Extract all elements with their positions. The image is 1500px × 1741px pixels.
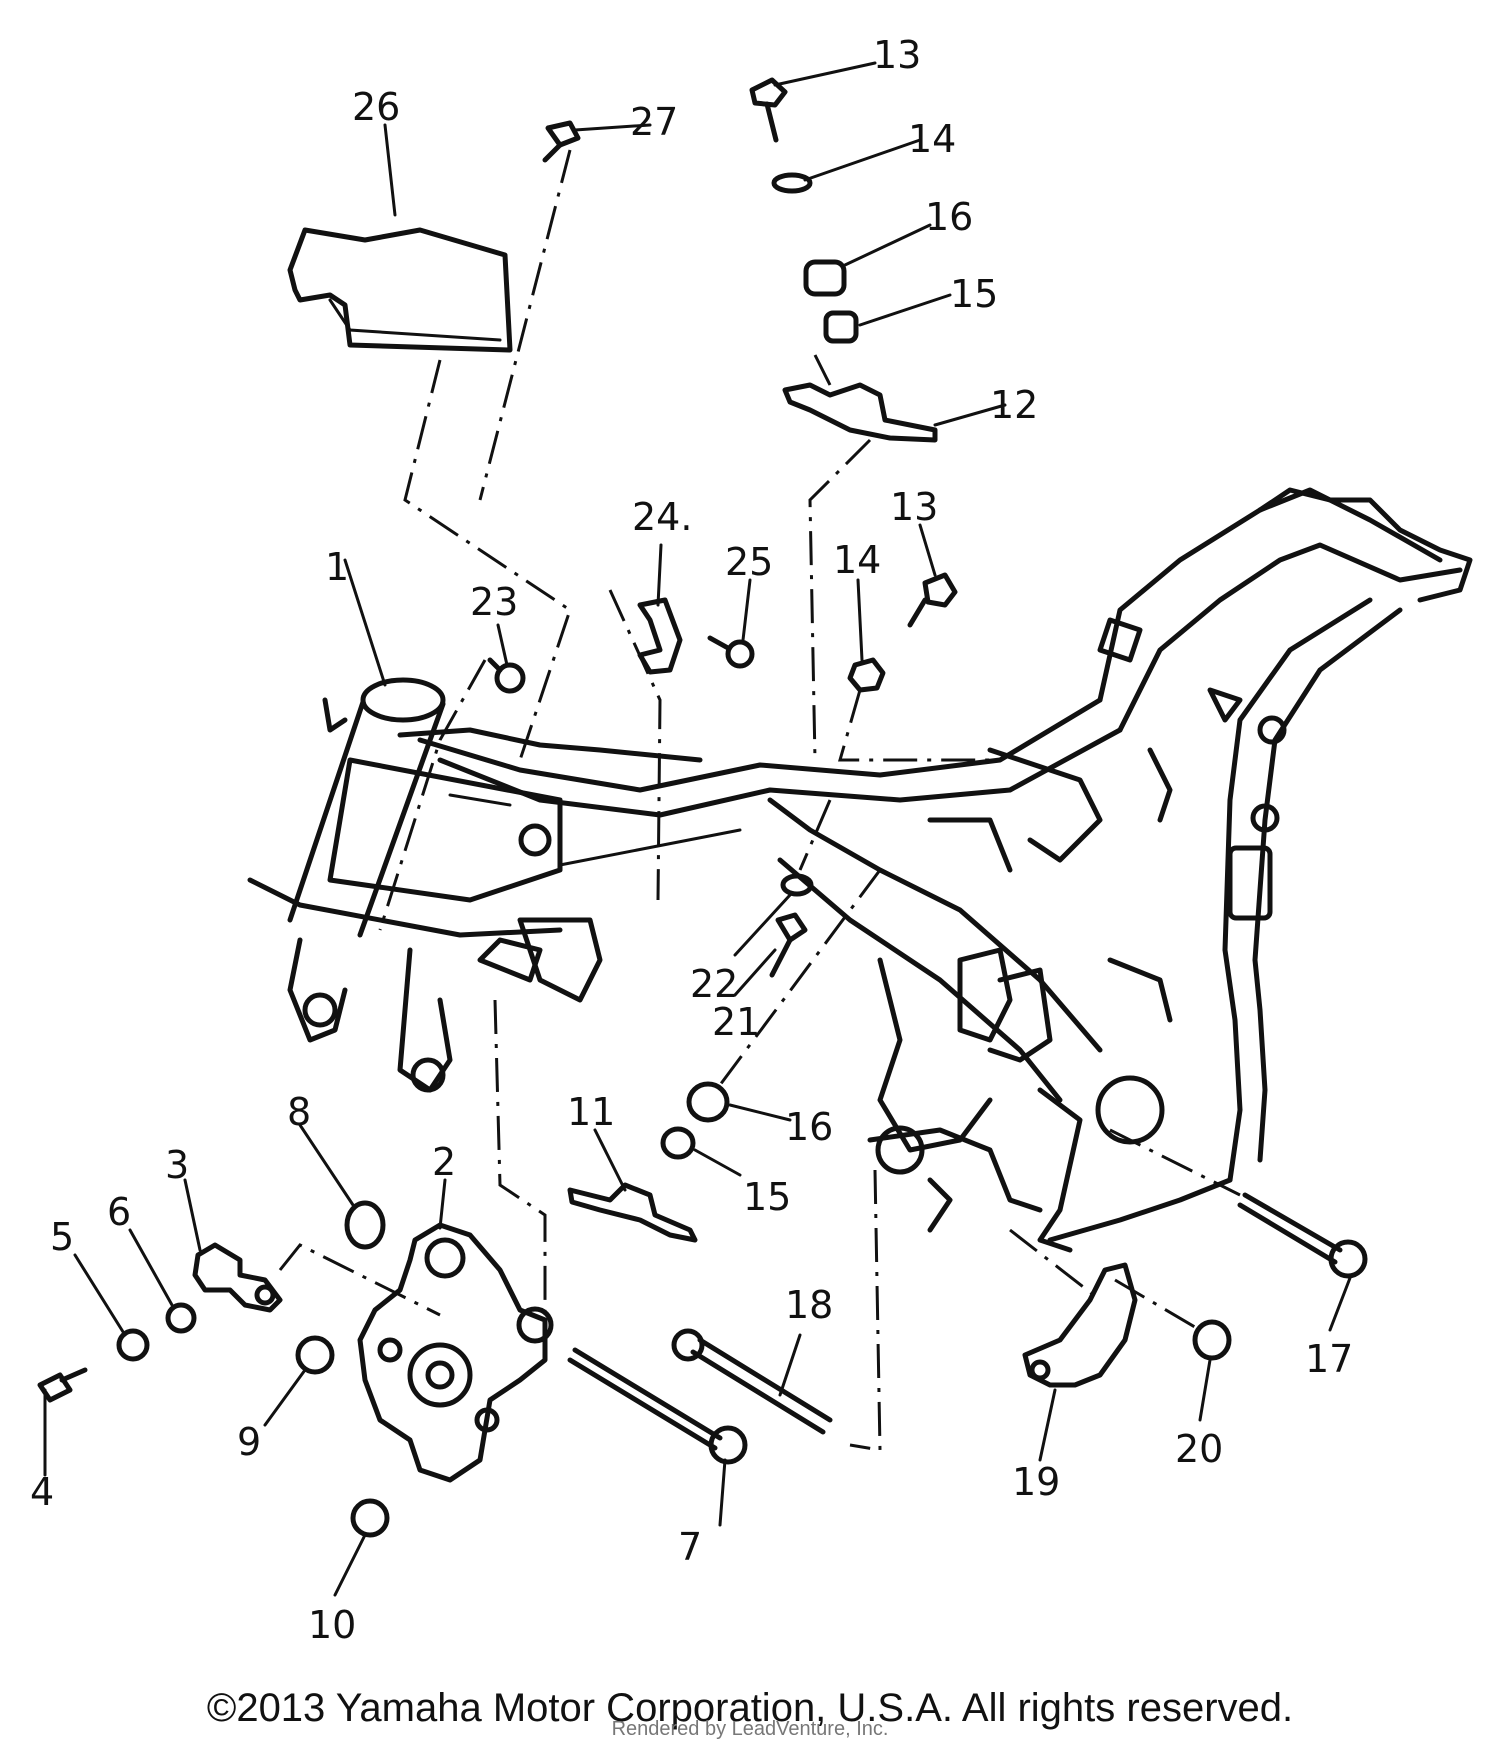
bracket-part-3	[192, 1242, 283, 1313]
clamp-part-12	[782, 382, 938, 443]
leader-lines	[43, 61, 1352, 1597]
copyright-notice: ©2013 Yamaha Motor Corporation, U.S.A. A…	[206, 1686, 1294, 1730]
bolt-part-17	[1242, 1192, 1343, 1253]
screw-part-27	[545, 120, 581, 148]
washer-part-6	[165, 1302, 197, 1334]
bolt-part-4	[37, 1372, 73, 1403]
callout-13-top: 13	[873, 33, 921, 77]
callout-14-mid: 14	[833, 538, 881, 582]
callout-1: 1	[325, 545, 349, 589]
callout-labels: 1 2 3 4 5 6 7 8 9 10 11 12 13 13 14 14 1…	[30, 33, 1353, 1647]
damper-part-16-low	[686, 1081, 730, 1123]
washer-part-22	[780, 873, 814, 897]
callout-7: 7	[678, 1525, 702, 1569]
callout-13-mid: 13	[890, 485, 938, 529]
washer-part-9	[295, 1335, 335, 1375]
callout-27: 27	[630, 100, 678, 144]
collar-part-15-low	[660, 1126, 696, 1160]
callout-21: 21	[712, 1000, 760, 1044]
callout-17: 17	[1305, 1337, 1353, 1381]
washer-part-14-top	[771, 172, 813, 194]
washer-part-10	[350, 1498, 390, 1538]
callout-10: 10	[308, 1603, 356, 1647]
bolt-part-13-mid	[922, 572, 958, 608]
hardware	[37, 77, 1368, 1538]
rendered-by-watermark: Rendered by LeadVenture, Inc.	[611, 1718, 889, 1740]
bolt-part-21	[775, 912, 808, 943]
callout-23: 23	[470, 580, 518, 624]
callout-3: 3	[165, 1143, 189, 1187]
collar-part-20	[1192, 1319, 1232, 1361]
callout-9: 9	[237, 1420, 261, 1464]
bracket-part-19	[1022, 1262, 1138, 1388]
callout-16-top: 16	[925, 195, 973, 239]
callout-18: 18	[785, 1283, 833, 1327]
callout-26: 26	[352, 85, 400, 129]
bolt-part-13-top	[749, 77, 788, 108]
callout-4: 4	[30, 1470, 54, 1514]
damper-part-16-top	[803, 259, 847, 297]
callout-19: 19	[1012, 1460, 1060, 1504]
callout-6: 6	[107, 1190, 131, 1234]
assembly-lines	[278, 149, 1241, 1452]
collar-part-8	[344, 1200, 386, 1250]
callout-12: 12	[990, 383, 1038, 427]
clip-part-24	[637, 597, 683, 675]
collar-part-15-top	[823, 310, 859, 344]
callout-15-top: 15	[950, 272, 998, 316]
callout-5: 5	[50, 1215, 74, 1259]
engine-bracket-part-2[interactable]	[357, 1222, 554, 1483]
callout-16-low: 16	[785, 1105, 833, 1149]
bolt-part-7	[572, 1347, 723, 1441]
callout-20: 20	[1175, 1427, 1223, 1471]
callout-24: 24.	[632, 495, 692, 539]
bolt-part-18	[671, 1328, 705, 1362]
callout-8: 8	[287, 1090, 311, 1134]
bolt-part-23	[494, 662, 526, 694]
nut-part-14-mid	[847, 657, 886, 693]
callout-2: 2	[432, 1140, 456, 1184]
clamp-part-11	[567, 1182, 698, 1243]
callout-25: 25	[725, 540, 773, 584]
nut-part-5	[116, 1328, 150, 1362]
callout-14-top: 14	[908, 117, 956, 161]
callout-22: 22	[690, 962, 738, 1006]
bolt-part-25	[725, 639, 755, 669]
callout-11: 11	[567, 1090, 615, 1134]
callout-15-low: 15	[743, 1175, 791, 1219]
